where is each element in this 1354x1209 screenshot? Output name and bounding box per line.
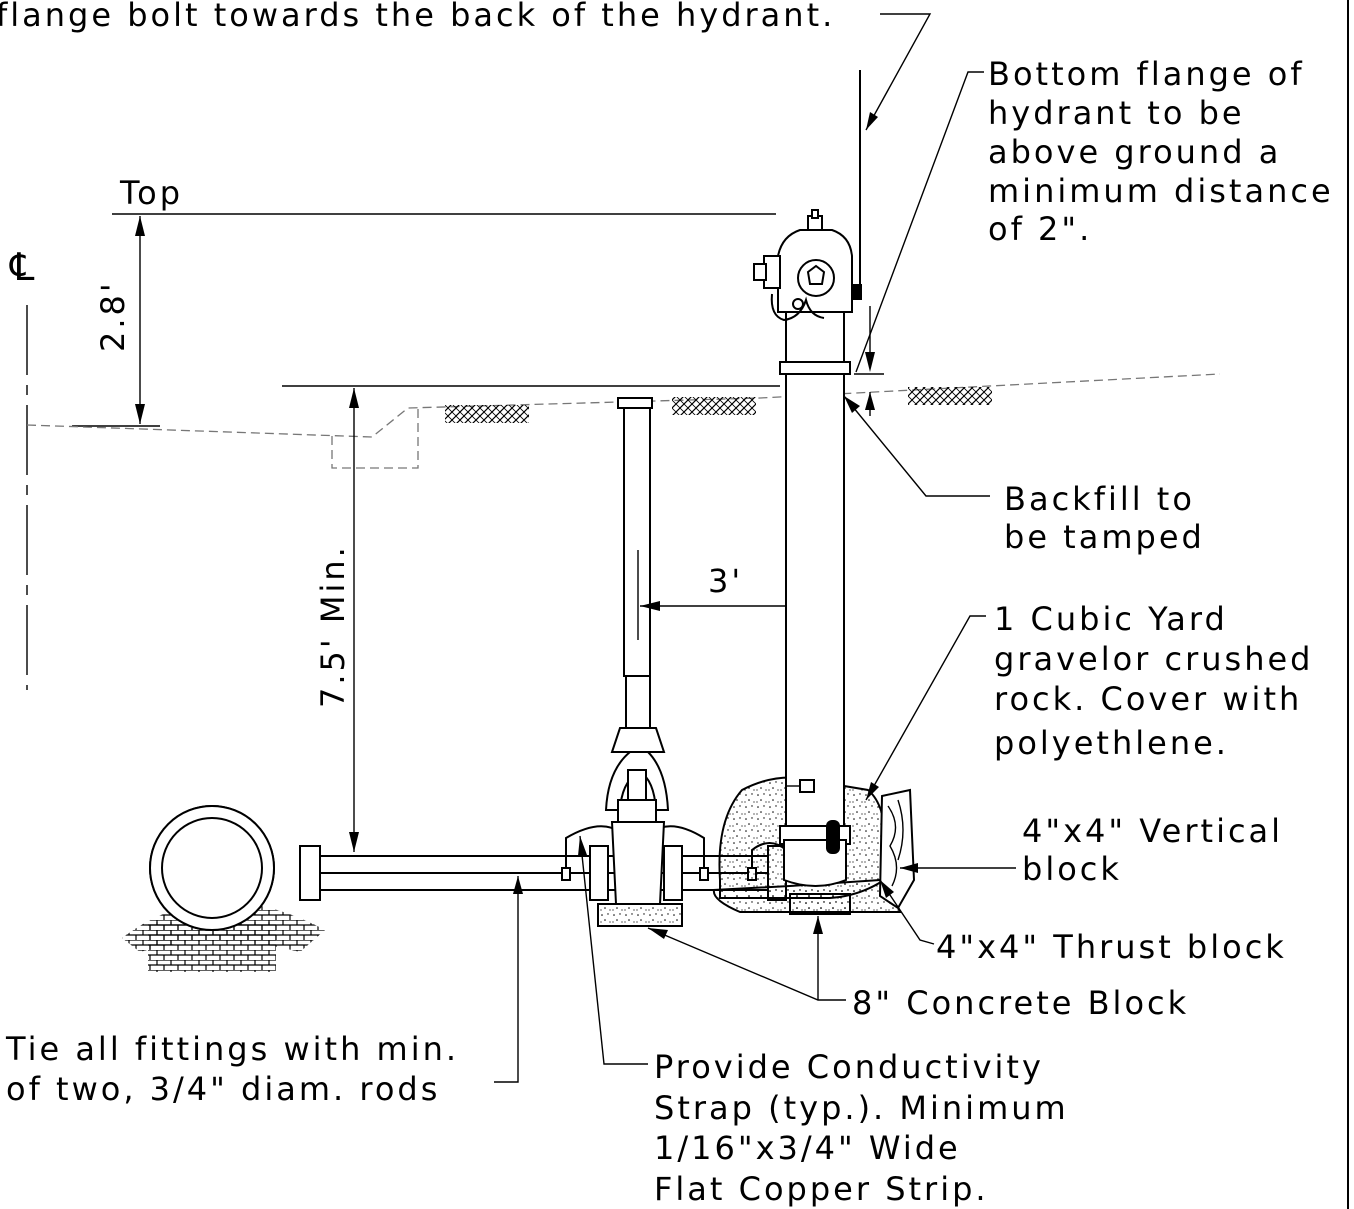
dim-offset-label: 3' <box>708 562 743 600</box>
bottom-flange-note: Bottom flange of hydrant to be above gro… <box>988 55 1347 248</box>
top-label: Top <box>119 174 183 212</box>
vertical-block-note: 4"x4" Vertical block <box>1022 812 1296 888</box>
thrust-block-note: 4"x4" Thrust block <box>936 928 1287 966</box>
gate-valve <box>610 821 666 905</box>
backfill-note: Backfill to be tamped <box>1004 480 1208 556</box>
dim-height-label: 2.8' <box>94 280 132 352</box>
centerline-symbol: ℄ <box>9 245 37 289</box>
vertical-block <box>878 788 916 910</box>
concrete-block-note: 8" Concrete Block <box>852 984 1189 1022</box>
strap-note: Provide Conductivity Strap (typ.). Minim… <box>654 1048 1082 1208</box>
concrete-block-valve <box>597 903 683 927</box>
thrust-block-leader <box>879 879 935 945</box>
top-note-leader <box>865 13 932 131</box>
bottom-flange-leader <box>855 71 984 373</box>
curb-outline <box>331 409 419 469</box>
backfill-leader <box>843 395 990 497</box>
hydrant-bottom-flange <box>779 361 851 375</box>
tie-note: Tie all fittings with min. of two, 3/4" … <box>5 1030 472 1108</box>
strap-leader <box>579 835 648 1065</box>
hydrant-chain <box>770 293 825 322</box>
tie-leader <box>494 876 519 1083</box>
gravel-leader <box>865 615 986 801</box>
soil-hatch <box>445 405 529 423</box>
soil-hatch <box>672 397 756 415</box>
concrete-block-hydrant <box>789 893 851 915</box>
valve-box-cover <box>617 397 653 409</box>
dim-depth-label: 7.5' Min. <box>314 544 352 708</box>
hydrant-barrel <box>785 369 845 841</box>
valve-box <box>623 407 651 677</box>
gravel-note: 1 Cubic Yard gravelor crushed rock. Cove… <box>994 600 1327 762</box>
top-note: flange bolt towards the back of the hydr… <box>0 0 835 34</box>
soil-hatch <box>908 387 992 405</box>
